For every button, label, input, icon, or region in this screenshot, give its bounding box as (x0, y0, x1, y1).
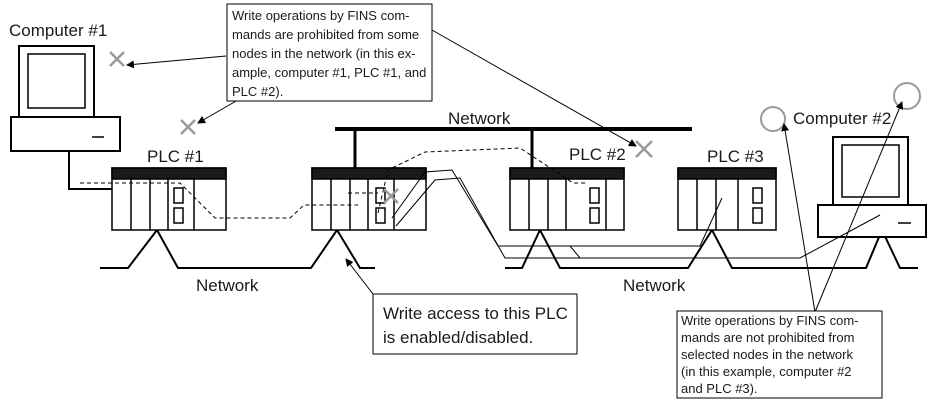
callout-prohibited: Write operations by FINS com- mands are … (226, 3, 433, 102)
computer-2-label: Computer #2 (793, 109, 891, 128)
circle-mark (760, 106, 786, 132)
cross-mark (180, 119, 196, 135)
callout-not-prohibited-line: selected nodes in the network (681, 347, 853, 362)
callout-access-line: Write access to this PLC (383, 304, 568, 323)
callout-prohibited-line: nodes in the network (in this ex- (232, 46, 416, 61)
callout-prohibited-line: Write operations by FINS com- (232, 8, 409, 23)
plc-1-label: PLC #1 (147, 147, 204, 166)
prohibited-paths (80, 147, 586, 219)
permitted-paths (391, 169, 881, 259)
callout-access-line: is enabled/disabled. (383, 328, 533, 347)
callout-prohibited-line: PLC #2). (232, 84, 283, 99)
plc-1 (111, 167, 227, 231)
callout-not-prohibited-line: mands are not prohibited from (681, 330, 854, 345)
computer-1-label: Computer #1 (9, 21, 107, 40)
callout-not-prohibited-line: Write operations by FINS com- (681, 313, 858, 328)
computer-1 (10, 45, 121, 152)
computer-2 (817, 136, 927, 238)
cross-mark (635, 140, 653, 158)
network-left-bus (100, 228, 375, 269)
plc-2 (509, 167, 625, 231)
plc-3 (677, 167, 777, 231)
network-top-label: Network (448, 109, 511, 128)
plc-3-label: PLC #3 (707, 147, 764, 166)
cross-mark (109, 51, 125, 67)
callout-access: Write access to this PLC is enabled/disa… (372, 293, 578, 355)
callout-not-prohibited: Write operations by FINS com- mands are … (676, 310, 883, 399)
plc-2-label: PLC #2 (569, 145, 626, 164)
callout-not-prohibited-line: and PLC #3). (681, 381, 758, 396)
callout-prohibited-line: mands are prohibited from some (232, 27, 419, 42)
callout-not-prohibited-line: (in this example, computer #2 (681, 364, 852, 379)
network-right-label: Network (623, 276, 686, 295)
callout-prohibited-line: ample, computer #1, PLC #1, and (232, 65, 426, 80)
plc-center (311, 167, 427, 231)
network-left-label: Network (196, 276, 259, 295)
circle-mark (893, 82, 921, 110)
network-top-bus (335, 127, 692, 168)
cross-mark (383, 188, 399, 204)
